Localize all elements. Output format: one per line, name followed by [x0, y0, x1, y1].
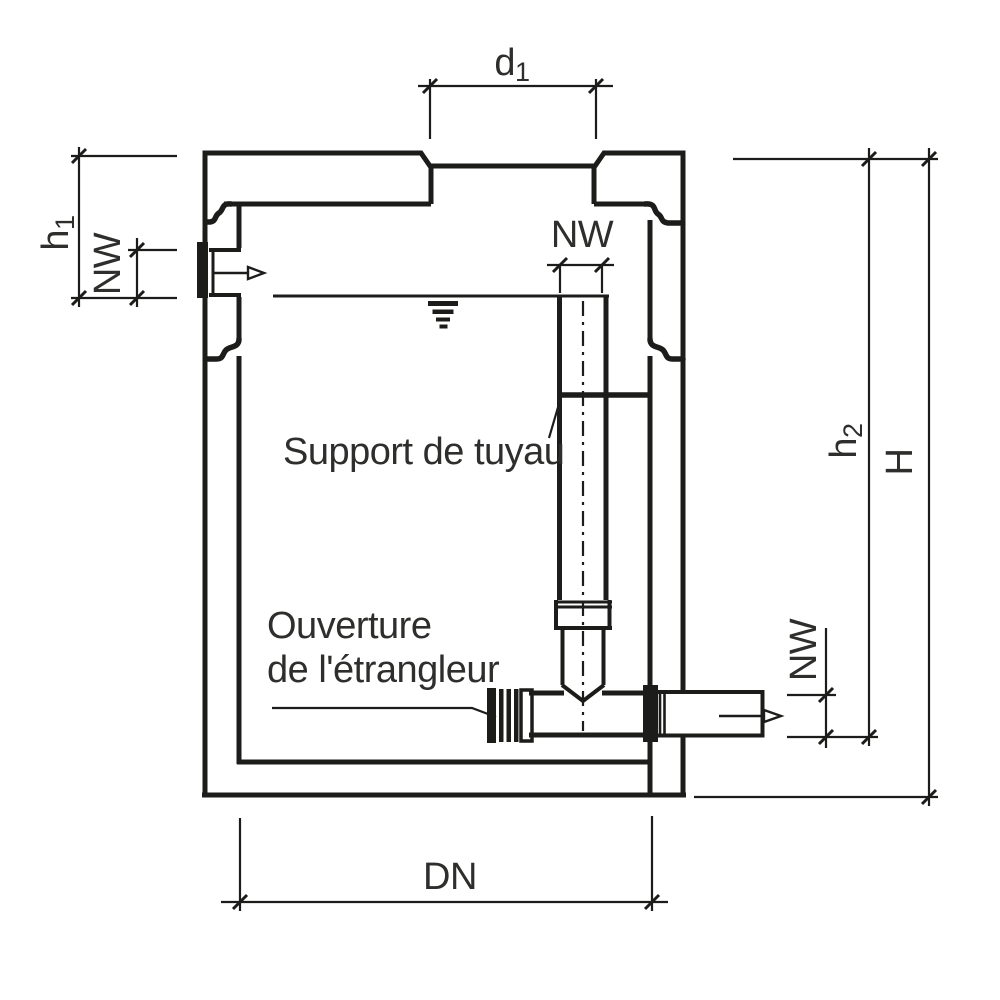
- annotation-pipe-support: Support de tuyau: [283, 396, 565, 473]
- dimension-nw-right: NW: [783, 618, 878, 748]
- dimension-H-label: H: [879, 449, 921, 476]
- dimension-nw-left-label: NW: [87, 232, 129, 295]
- dimension-h1-label: h1: [35, 215, 80, 250]
- dimension-nw-top: NW: [547, 214, 614, 293]
- dimension-H: H: [694, 148, 938, 806]
- dimension-d1-label: d1: [494, 42, 529, 87]
- inlet-wall-seal: [197, 242, 208, 298]
- standpipe-bottom-vee: [560, 683, 606, 704]
- dimension-h1: h1: [35, 147, 177, 307]
- throttle-opening-leader-line: [272, 706, 497, 719]
- dimension-d1: d1: [418, 42, 613, 139]
- standpipe-walls-lower: [560, 628, 606, 685]
- shaft-outer-contour-lower: [202, 737, 686, 798]
- pipe-support-leader-line: [547, 396, 563, 439]
- inlet-pipe: [197, 242, 268, 298]
- shaft-outline: [202, 150, 686, 798]
- inlet-flow-arrow-icon: [246, 265, 268, 281]
- dimension-h2-label: h2: [823, 423, 868, 458]
- water-level: [273, 294, 609, 329]
- pipe-support-label: Support de tuyau: [283, 431, 564, 473]
- dimension-nw-right-label: NW: [783, 618, 825, 681]
- dimension-nw-left: NW: [87, 232, 177, 307]
- throttle-opening-label-line1: Ouverture: [267, 605, 431, 647]
- dimension-h2: h2: [733, 148, 938, 746]
- throttle-opening-label-line2: de l'étrangleur: [267, 649, 500, 691]
- water-level-icon: [428, 301, 458, 329]
- outlet-wall-seal: [643, 685, 658, 742]
- standpipe-walls-upper: [557, 296, 609, 600]
- shaft-outer-contour-upper: [202, 150, 686, 797]
- throttle-standpipe: [554, 296, 650, 731]
- wall-joint-top-left: [203, 201, 234, 225]
- outlet-pipe: [658, 690, 785, 738]
- wall-joint-mid-right: [647, 336, 686, 362]
- outlet-socket-lines: [658, 691, 666, 737]
- dimension-DN-label: DN: [423, 856, 477, 898]
- wall-joint-mid-left: [203, 336, 242, 362]
- wall-joint-top-right: [642, 201, 684, 226]
- dimension-DN: DN: [221, 816, 668, 911]
- annotation-throttle-opening: Ouverture de l'étrangleur: [267, 605, 500, 719]
- outlet-flow-arrow-icon: [762, 708, 785, 724]
- cover-opening-edges: [428, 166, 597, 204]
- bottom-tee-pipe: [487, 685, 785, 743]
- dimension-nw-top-label: NW: [551, 214, 614, 256]
